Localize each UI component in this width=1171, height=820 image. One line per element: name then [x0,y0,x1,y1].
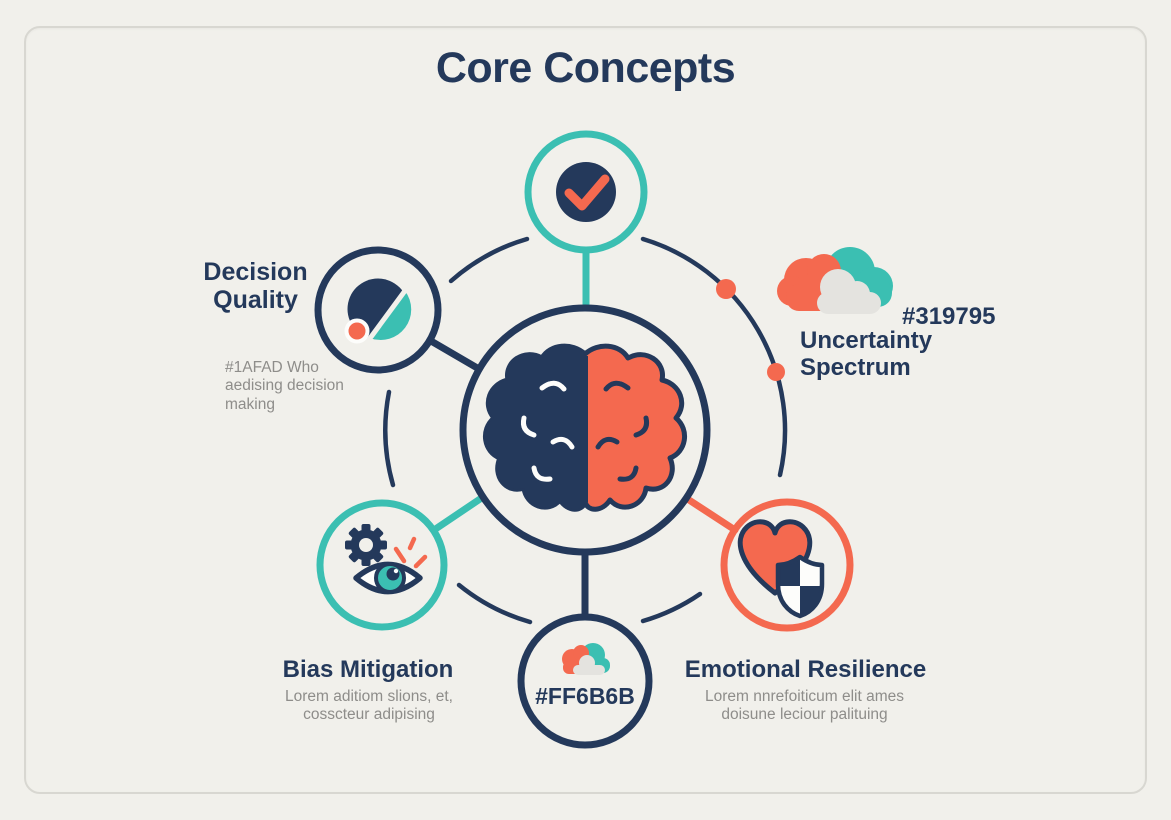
orbit-arc-topleft [448,236,530,284]
bias-mitigation-note: Lorem aditiom slions, et, cosscteur adip… [285,688,453,724]
check-icon [556,162,616,222]
eye-glint [393,568,399,574]
bias-mitigation-title: Bias Mitigation [282,656,454,683]
brain-icon [485,346,684,509]
cloud-gray [817,269,881,314]
pie-dot [344,318,370,344]
orbit-arc-bottomleft [456,582,533,625]
small-cloud-icon [562,643,610,675]
orbit-arcs [383,236,788,625]
orbit-arc-bottomright [640,591,703,624]
page-title: Core Concepts [435,44,736,92]
brain-left-folds [521,380,575,482]
spark-icon [393,536,428,569]
gear-icon [345,524,387,566]
node-circle-emotional [720,498,854,632]
node-circle-cloud [517,613,653,749]
uncertainty-title: Uncertainty Spectrum [800,327,933,381]
eye-icon [353,561,423,595]
decision-quality-title: Decision Quality [203,258,308,314]
uncertainty-hex-label: #319795 [902,303,996,330]
cloud-node-hex-label: #FF6B6B [535,683,635,709]
orbit-dot-2 [767,363,785,381]
brain-right-folds [595,380,649,482]
emotional-resilience-note: Lorem nnrefoiticum elit ames doisune lec… [705,688,904,724]
connector-upper-left [427,337,483,373]
pie-chart-icon [344,278,412,344]
orbit-dot-1 [716,279,736,299]
pie-divider [365,285,410,344]
connector-lower-left [430,493,487,534]
emotional-resilience-title: Emotional Resilience [684,656,927,683]
cloud-icon [777,247,893,314]
connector-lower-right [682,494,739,534]
small-cloud-gray [573,655,605,675]
connectors [427,245,739,620]
check-mark [564,174,610,211]
orbit-dots [716,279,785,381]
decision-quality-note: #1AFAD Who aedising decision making [225,359,344,413]
orbit-arc-left [383,389,396,488]
orbit-arc-right [640,236,788,478]
